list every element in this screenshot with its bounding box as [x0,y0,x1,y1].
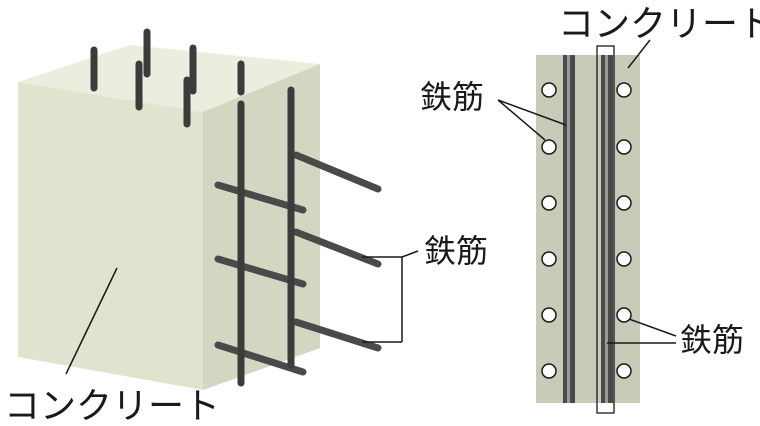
label-rebar-right: 鉄筋 [680,321,744,359]
label-rebar-middle: 鉄筋 [424,232,488,270]
rebar-horizontal [292,228,382,268]
crossbar-circle [616,363,632,379]
crossbar-circle [616,251,632,267]
concrete-block-front-face [18,82,203,390]
section-rebar-left-highlight [567,55,570,403]
concrete-block-side-face [203,64,320,390]
label-concrete-bottom: コンクリート [4,386,220,426]
crossbar-circle [541,195,557,211]
label-rebar-top: 鉄筋 [420,78,484,116]
crossbar-circle [541,307,557,323]
crossbar-circle [616,195,632,211]
section-concrete [536,55,640,403]
leader-concrete-top [627,39,651,69]
crossbar-circle [616,307,632,323]
crossbar-circle [541,251,557,267]
crossbar-circle [541,363,557,379]
bracket-rebar-middle [362,250,419,343]
label-concrete-top: コンクリート [558,4,760,45]
crossbar-circle [541,139,557,155]
leader-concrete-bottom [65,267,118,375]
rebar-horizontal [292,151,382,193]
concrete-block [18,45,320,390]
rebar-stubs [90,28,245,128]
crossbar-circle [616,82,632,98]
crossbar-circle [616,139,632,155]
section-cover-outline [596,45,615,414]
leaders-rebar-right [607,318,677,344]
leaders-rebar-top [497,99,567,141]
section-rebar-right-highlight [605,55,608,403]
section-circles [541,82,632,379]
vertical-rebars [237,86,295,387]
cross-section [536,45,640,414]
crossbar-circle [541,82,557,98]
rebar-horizontal [292,318,382,352]
